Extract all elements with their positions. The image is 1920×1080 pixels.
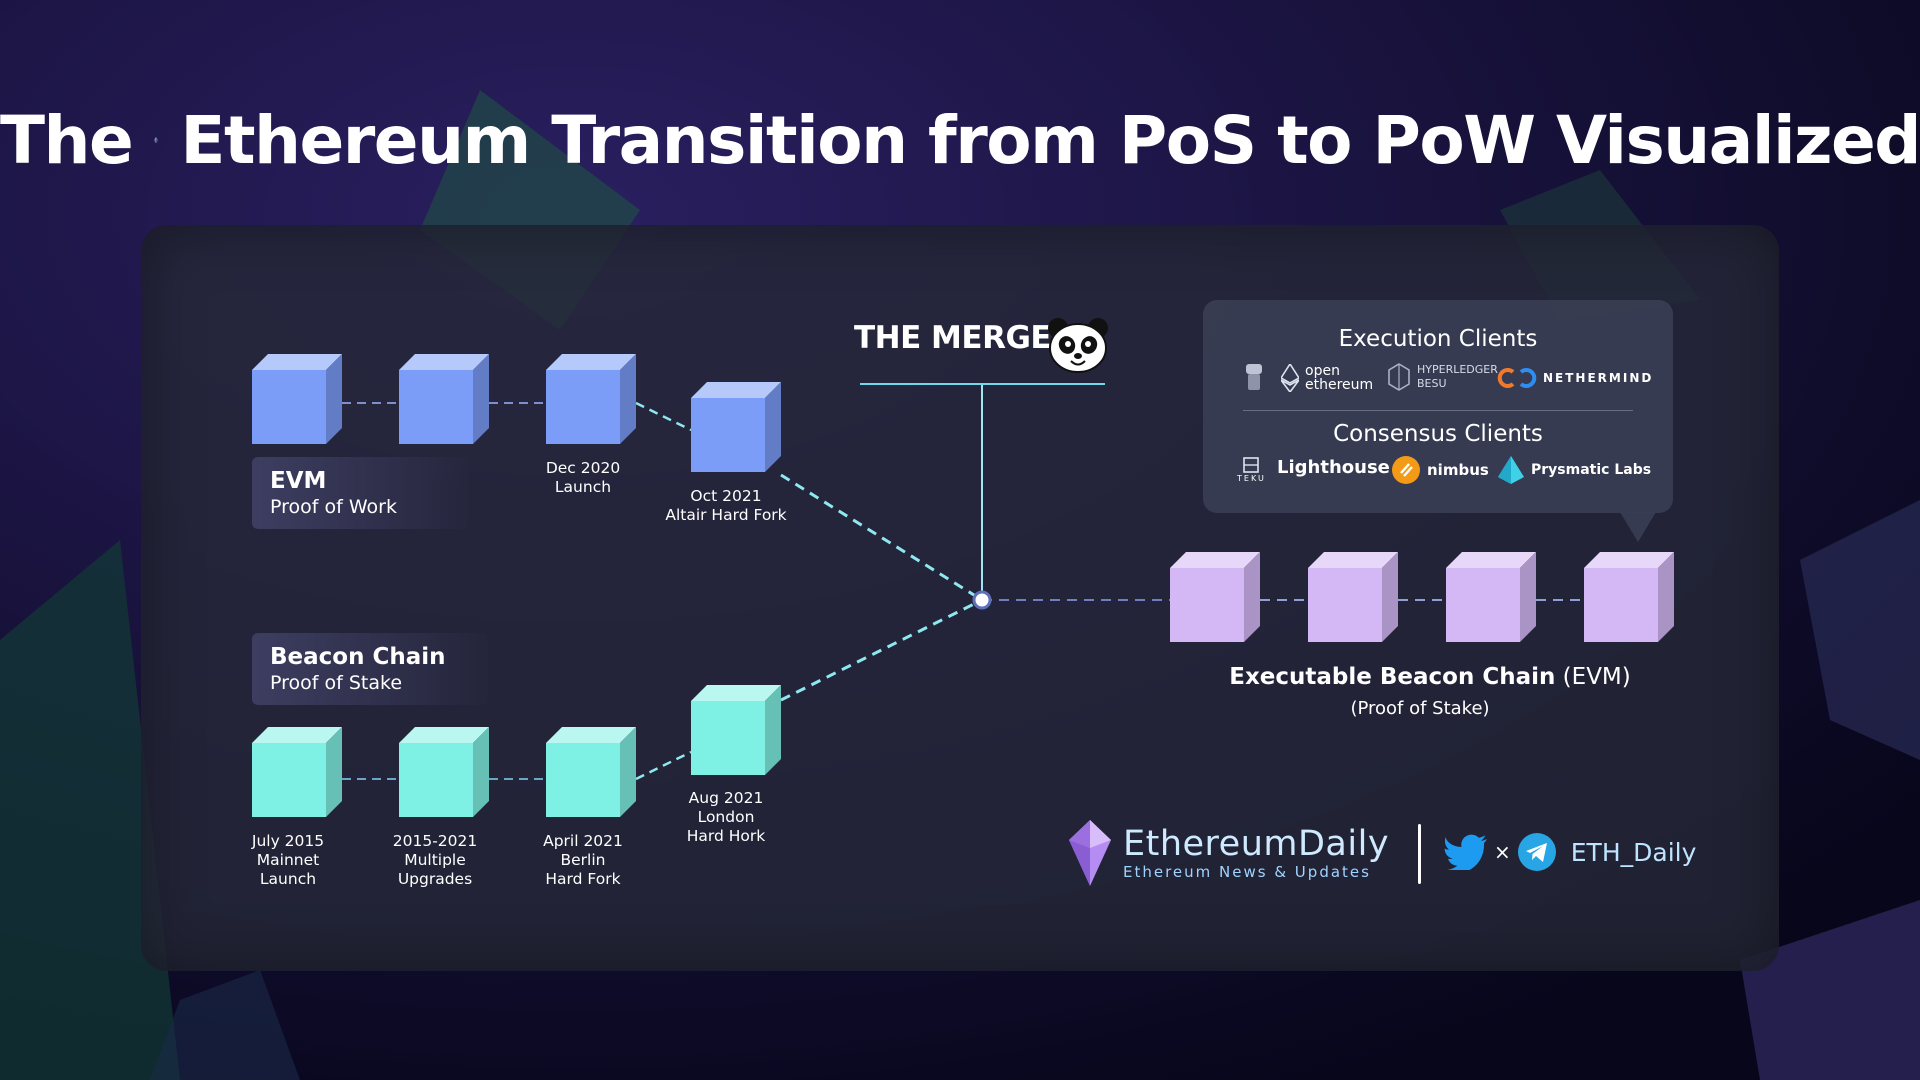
beacon-block-4 [691,685,781,775]
beacon-caption-2: 2015-2021 Multiple Upgrades [392,832,478,888]
evm-label-title: EVM [270,468,327,494]
client-lighthouse: Lighthouse [1277,457,1390,478]
client-openethereum: open ethereum [1281,364,1379,392]
evm-label-sub: Proof of Work [270,496,397,518]
client-besu: HYPERLEDGER BESU [1387,362,1498,392]
executable-chain-title-rest: (EVM) [1555,664,1631,690]
client-geth [1243,362,1265,392]
page-title: The Ethereum Transition from PoS to PoW … [0,92,1920,188]
nethermind-icon [1497,368,1537,388]
beacon-to-merge-line [780,598,983,702]
executable-block-3 [1446,552,1536,642]
besu-icon [1388,363,1410,391]
beacon-block-1 [252,727,342,817]
executable-block-2 [1308,552,1398,642]
openethereum-icon [1281,364,1299,392]
openethereum-label: open ethereum [1305,363,1374,393]
nimbus-label: nimbus [1427,461,1489,479]
lighthouse-label: Lighthouse [1277,457,1390,478]
client-teku: TEKU [1237,456,1266,483]
evm-to-merge-line [780,473,983,602]
panda-icon [1048,318,1108,373]
clients-box-pointer [1620,512,1656,542]
nimbus-icon [1392,456,1420,484]
beacon-label-sub: Proof of Stake [270,672,403,694]
evm-block-3 [546,354,636,444]
ethereum-icon [154,136,159,144]
beacon-caption-1: July 2015 Mainnet Launch [251,832,325,888]
executable-chain-title-bold: Executable Beacon Chain [1229,664,1556,690]
brand-divider [1418,824,1421,884]
execution-clients-heading: Execution Clients [1338,326,1538,352]
merge-point [972,590,992,610]
beacon-label-title: Beacon Chain [270,644,446,670]
social-handles: × ETH_Daily [1444,832,1696,872]
nethermind-label: NETHERMIND [1543,371,1654,385]
evm-chain-label: EVM Proof of Work [252,457,468,529]
twitter-icon[interactable] [1444,834,1488,870]
merge-title: THE MERGE [854,320,1052,356]
evm-block-1 [252,354,342,444]
prysm-icon [1498,456,1524,484]
besu-label: HYPERLEDGER BESU [1417,363,1498,390]
brand-name: EthereumDaily [1123,824,1390,864]
beacon-block-3 [546,727,636,817]
ethereumdaily-logo-icon [1069,820,1111,886]
executable-chain-subtitle: (Proof of Stake) [1350,698,1490,719]
clients-divider [1243,410,1633,411]
beacon-caption-4: Aug 2021 London Hard Hork [686,789,766,845]
executable-block-4 [1584,552,1674,642]
teku-icon [1243,457,1260,473]
beacon-connector [635,750,692,781]
social-handle[interactable]: ETH_Daily [1570,837,1697,867]
title-prefix: The [0,101,134,179]
evm-caption-3: Dec 2020 Launch [545,459,621,496]
evm-caption-4: Oct 2021 Altair Hard Fork [665,487,787,524]
client-prysm: Prysmatic Labs [1497,455,1651,485]
beacon-caption-3: April 2021 Berlin Hard Fork [543,832,623,888]
teku-label: TEKU [1237,474,1266,483]
prysm-label: Prysmatic Labs [1531,462,1652,478]
clients-box: Execution Clients open ethereum HYPERLED… [1203,300,1673,513]
evm-connector [635,401,692,432]
executable-chain-title: Executable Beacon Chain (EVM) [1150,664,1710,690]
evm-block-2 [399,354,489,444]
beacon-chain-label: Beacon Chain Proof of Stake [252,633,488,705]
social-separator: × [1494,840,1511,864]
title-main: Ethereum Transition from PoS to PoW Visu… [180,101,1920,179]
client-nimbus: nimbus [1391,455,1489,485]
beacon-block-2 [399,727,489,817]
executable-block-1 [1170,552,1260,642]
evm-block-4 [691,382,781,472]
client-nethermind: NETHERMIND [1497,368,1653,388]
geth-icon [1246,364,1262,390]
brand-lockup: EthereumDaily Ethereum News & Updates [1067,818,1389,888]
consensus-clients-heading: Consensus Clients [1333,421,1543,447]
brand-tagline: Ethereum News & Updates [1123,863,1371,881]
telegram-icon[interactable] [1517,832,1557,872]
